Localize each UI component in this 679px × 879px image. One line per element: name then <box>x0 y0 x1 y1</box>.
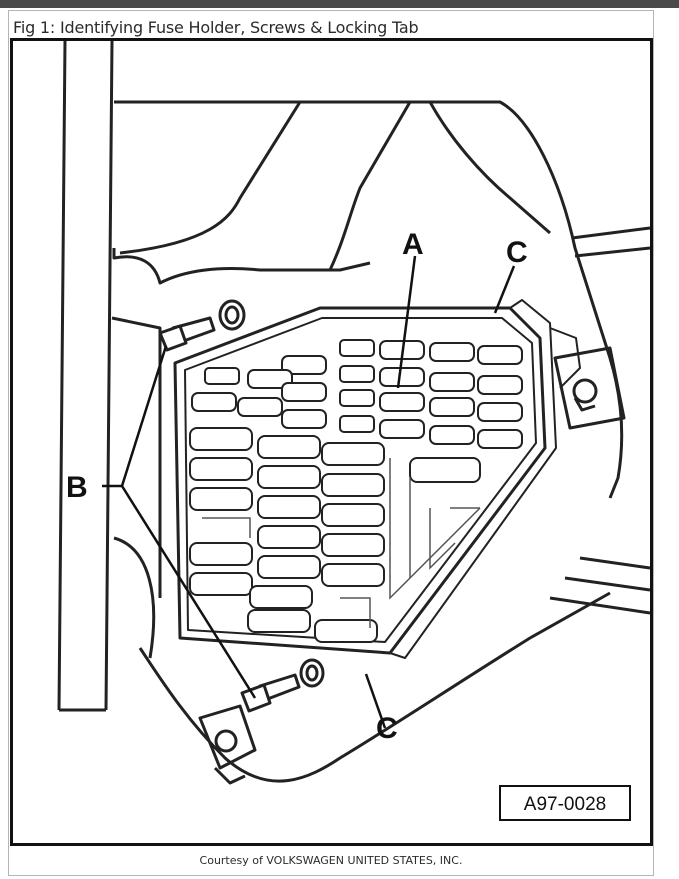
relay-area <box>202 458 481 628</box>
fuse-holder-housing <box>173 299 581 659</box>
callout-a: A <box>402 228 424 261</box>
top-bar <box>0 0 679 8</box>
door-pillar <box>57 40 114 712</box>
diagram-border <box>10 38 653 846</box>
reference-code: A97-0028 <box>524 794 606 815</box>
lower-bracket <box>198 704 257 785</box>
callout-b: B <box>66 471 88 504</box>
fuse-slots-small <box>191 339 523 449</box>
locking-tab-bracket <box>553 346 626 430</box>
figure-caption: Courtesy of VOLKSWAGEN UNITED STATES, IN… <box>199 854 463 867</box>
dashboard-panel <box>111 100 651 783</box>
fuse-slots-large <box>189 427 481 643</box>
callout-c-bottom: C <box>376 712 398 745</box>
screw-bottom <box>240 658 325 713</box>
figure-title: Fig 1: Identifying Fuse Holder, Screws &… <box>13 18 419 37</box>
callout-c-top: C <box>506 236 528 269</box>
leader-lines <box>102 255 516 729</box>
fuse-holder-diagram: A C B C A97-0028 <box>10 38 653 846</box>
screw-top <box>158 299 246 352</box>
reference-code-box <box>499 785 631 821</box>
